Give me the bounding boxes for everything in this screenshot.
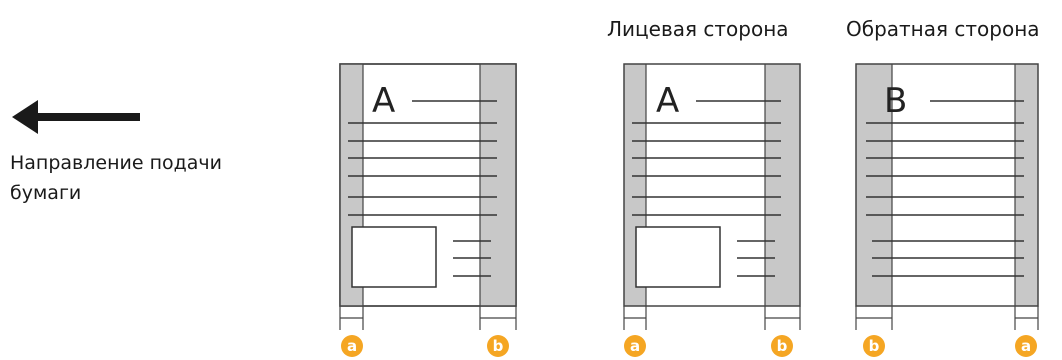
page-single-sided: A a b — [339, 63, 517, 357]
feed-direction-line1: Направление подачи — [10, 152, 222, 174]
feed-direction-label: Направление подачи бумаги — [10, 148, 222, 208]
image-box — [351, 226, 437, 288]
page-letter: A — [372, 81, 395, 121]
page-front-side: A a b — [623, 63, 801, 357]
svg-text:b: b — [777, 337, 788, 355]
badge-b: b — [863, 335, 885, 357]
badge-a: a — [624, 335, 646, 357]
margin-b-right — [765, 64, 800, 306]
back-side-label: Обратная сторона — [846, 17, 1040, 41]
margin-b-right — [480, 64, 516, 306]
svg-text:a: a — [347, 337, 357, 355]
svg-text:a: a — [1021, 337, 1031, 355]
badge-b: b — [771, 335, 793, 357]
page-back-side: B b a — [855, 63, 1039, 357]
feed-direction-arrow-icon — [12, 100, 140, 134]
badge-a: a — [1015, 335, 1037, 357]
page-letter: B — [884, 81, 907, 121]
badge-b: b — [487, 335, 509, 357]
badge-a: a — [341, 335, 363, 357]
margin-a-right — [1015, 64, 1038, 306]
feed-direction-line2: бумаги — [10, 182, 82, 204]
svg-text:a: a — [630, 337, 640, 355]
page-letter: A — [656, 81, 679, 121]
svg-text:b: b — [493, 337, 504, 355]
front-side-label: Лицевая сторона — [607, 17, 789, 41]
image-box — [635, 226, 721, 288]
margin-b-left — [856, 64, 892, 306]
svg-text:b: b — [869, 337, 880, 355]
